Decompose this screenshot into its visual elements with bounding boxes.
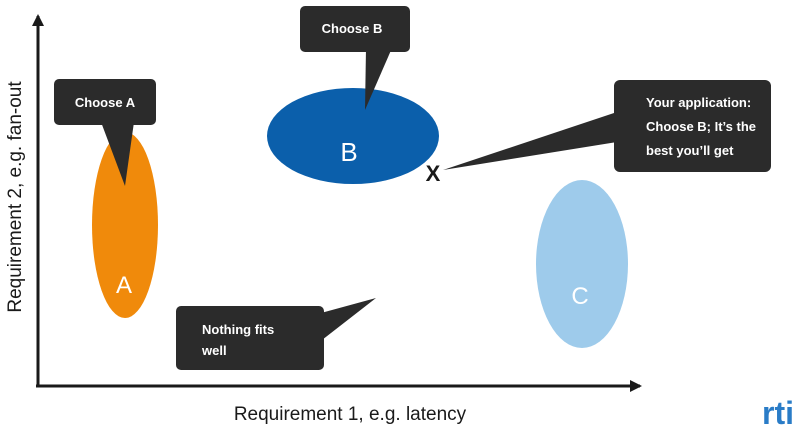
callout-your-application-pointer — [443, 112, 617, 170]
option-b-letter: B — [340, 137, 357, 167]
option-c-ellipse — [536, 180, 628, 348]
application-marker: X — [426, 161, 441, 186]
callout-nothing-fits-line-2: well — [201, 343, 227, 358]
option-b: B — [267, 88, 439, 184]
rti-logo: rti — [762, 395, 794, 430]
y-axis-label: Requirement 2, e.g. fan-out — [5, 81, 26, 313]
callout-choose-b: Choose B — [300, 6, 410, 110]
callout-nothing-fits-line-1: Nothing fits — [202, 322, 274, 337]
callout-choose-a: Choose A — [54, 79, 156, 186]
callout-your-application: Your application: Choose B; It’s the bes… — [443, 80, 771, 172]
callout-your-application-line-1: Your application: — [646, 95, 751, 110]
callout-choose-a-box — [54, 79, 156, 125]
option-b-ellipse — [267, 88, 439, 184]
callout-nothing-fits-box — [176, 306, 324, 370]
callout-choose-b-box — [300, 6, 410, 52]
callout-nothing-fits-pointer — [310, 298, 376, 340]
option-a-letter: A — [116, 272, 132, 299]
callout-choose-b-pointer — [365, 48, 392, 110]
callout-choose-a-pointer — [101, 122, 134, 186]
callout-your-application-line-3: best you’ll get — [646, 143, 734, 158]
callout-choose-a-text: Choose A — [75, 95, 136, 110]
option-c-letter: C — [571, 283, 588, 310]
option-c: C — [536, 180, 628, 348]
callout-choose-b-text: Choose B — [322, 21, 383, 36]
callout-your-application-line-2: Choose B; It’s the — [646, 119, 756, 134]
option-a-ellipse — [92, 132, 158, 318]
x-axis-label: Requirement 1, e.g. latency — [234, 404, 467, 425]
option-a: A — [92, 132, 158, 318]
callout-your-application-box — [614, 80, 771, 172]
callout-nothing-fits: Nothing fits well — [176, 298, 376, 370]
